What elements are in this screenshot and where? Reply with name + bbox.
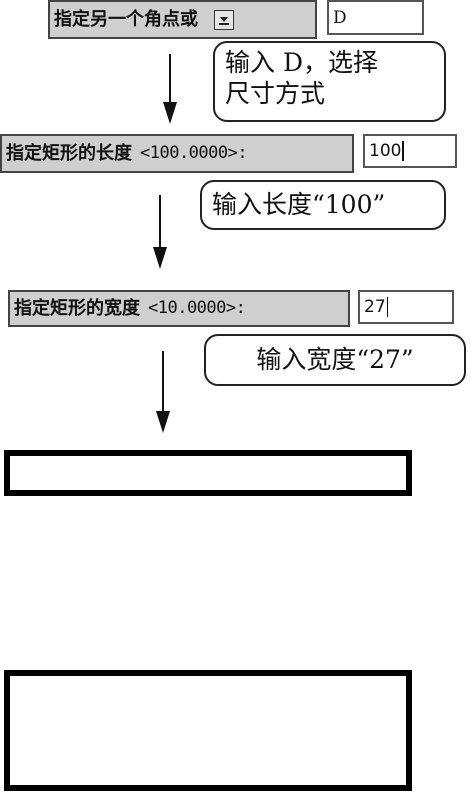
callout-dimension-mode-line2: 尺寸方式 xyxy=(225,79,326,109)
prompt-width-text: 指定矩形的宽度 xyxy=(14,297,140,319)
text-caret xyxy=(386,297,389,317)
width-input[interactable]: 27 xyxy=(358,290,454,324)
dropdown-arrow-icon[interactable] xyxy=(214,9,234,30)
thin-rectangle-preview xyxy=(4,450,412,496)
corner-input[interactable]: D xyxy=(327,0,424,35)
text-caret xyxy=(402,141,404,161)
callout-width-text: 输入宽度“27” xyxy=(256,345,414,375)
callout-dimension-mode-line1: 输入 D，选择 xyxy=(225,48,378,77)
prompt-corner-text: 指定另一个角点或 xyxy=(54,8,198,30)
length-input[interactable]: 100 xyxy=(363,134,457,168)
prompt-length-text: 指定矩形的长度 xyxy=(6,142,132,164)
length-input-value: 100 xyxy=(369,141,402,161)
flow-arrow-2-shaft xyxy=(159,195,161,251)
prompt-bar-corner: 指定另一个角点或 xyxy=(48,0,317,39)
flow-arrow-3-head xyxy=(156,411,170,433)
flow-arrow-2-head xyxy=(153,247,167,269)
flow-arrow-1-head xyxy=(163,102,177,124)
prompt-length-default: <100.0000>: xyxy=(140,143,248,163)
callout-length-text: 输入长度“100” xyxy=(212,190,386,220)
prompt-bar-length: 指定矩形的长度 <100.0000>: xyxy=(0,134,354,173)
flow-arrow-1-shaft xyxy=(169,54,171,106)
callout-length: 输入长度“100” xyxy=(200,180,446,230)
corner-input-value: D xyxy=(333,7,347,28)
callout-dimension-mode: 输入 D，选择 尺寸方式 xyxy=(213,41,446,122)
final-rectangle xyxy=(4,670,412,791)
prompt-width-default: <10.0000>: xyxy=(148,298,246,318)
flow-arrow-3-shaft xyxy=(162,351,164,415)
prompt-bar-width: 指定矩形的宽度 <10.0000>: xyxy=(8,290,350,327)
width-input-value: 27 xyxy=(364,297,386,317)
callout-width: 输入宽度“27” xyxy=(204,334,466,386)
